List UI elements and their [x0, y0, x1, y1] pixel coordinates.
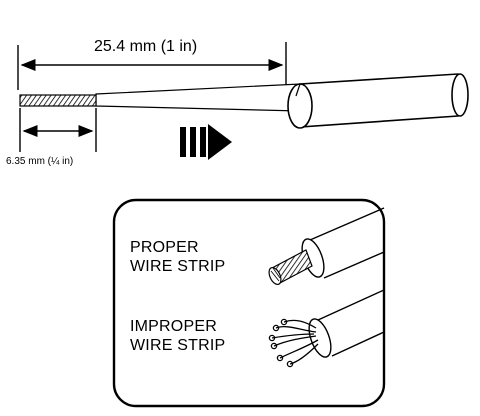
strip-comparison-box	[112, 198, 386, 408]
dimension-label-long: 25.4 mm (1 in)	[94, 38, 198, 55]
proper-wire	[268, 207, 385, 286]
proper-label-line2: WIRE STRIP	[130, 258, 226, 275]
stripped-wire	[19, 94, 97, 107]
proper-label-line1: PROPER	[130, 239, 199, 256]
improper-wire-strip-label: IMPROPER WIRE STRIP	[130, 317, 225, 355]
arrow-right-icon	[180, 124, 232, 160]
improper-wire	[268, 289, 385, 368]
improper-frayed-strands	[268, 318, 319, 368]
wire-insulation	[95, 83, 301, 112]
dimension-label-short: 6.35 mm (¼ in)	[6, 156, 74, 167]
improper-label-line1: IMPROPER	[130, 318, 217, 335]
improper-label-line2: WIRE STRIP	[130, 337, 226, 354]
proper-strand-tip	[268, 249, 313, 286]
proper-wire-strip-label: PROPER WIRE STRIP	[130, 238, 225, 276]
sleeve-opening	[287, 83, 313, 129]
insulation-sleeve	[299, 73, 468, 128]
